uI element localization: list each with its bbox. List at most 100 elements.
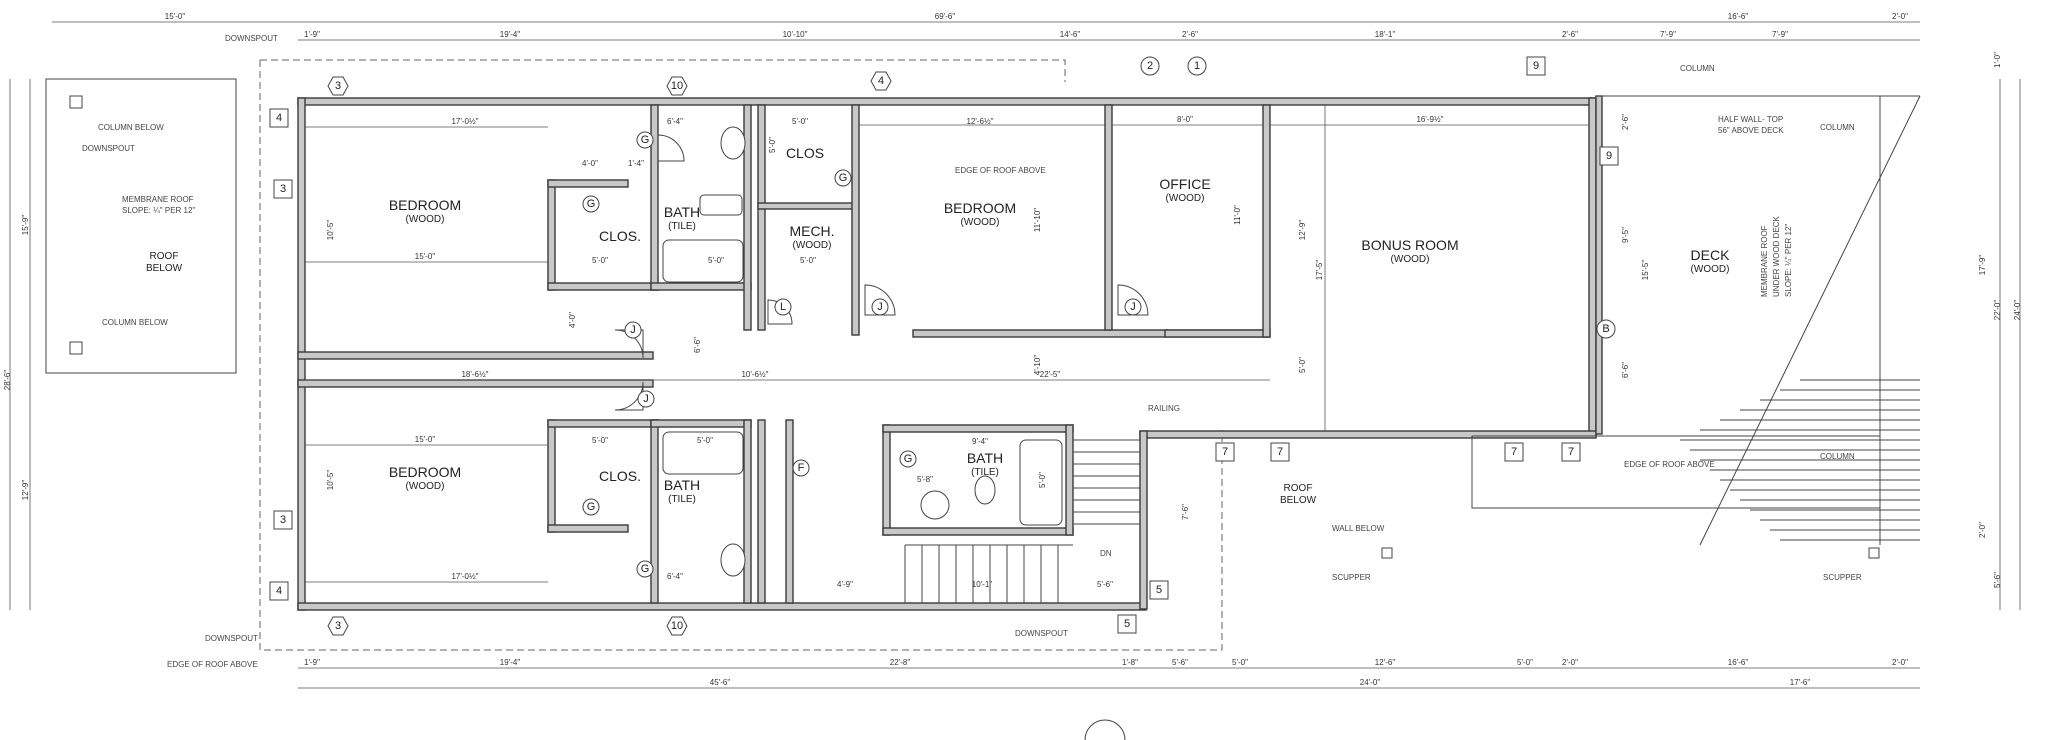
tag-circle-22 <box>637 390 655 408</box>
dim-bed-bot-h: 10'-5" <box>326 470 335 491</box>
dim-clos-4: 5'-0" <box>592 436 608 445</box>
tag-box-14 <box>1561 442 1581 462</box>
note-column-top: COLUMN <box>1680 64 1715 73</box>
tag-box-7 <box>1599 146 1619 166</box>
tag-circle-18 <box>582 498 600 516</box>
dim-office-w: 8'-0" <box>1177 115 1193 124</box>
room-closet-small-name: CLOS <box>786 145 824 161</box>
roof-edge-above-top <box>260 59 1066 82</box>
dim-bath-2: 5'-0" <box>708 256 724 265</box>
hex-tag-2-shape <box>870 71 892 91</box>
dim-bottom1-9: 16'-6" <box>1728 658 1749 667</box>
room-bath-right-material: (TILE) <box>971 467 999 478</box>
office-south-wall <box>1164 329 1271 338</box>
dim-deck-4: 6'-6" <box>1621 362 1630 378</box>
dim-bottom2-2: 17'-6" <box>1790 678 1811 687</box>
tag-14: 7 <box>1568 446 1574 458</box>
room-bedroom-top-material: (WOOD) <box>406 214 445 225</box>
tag-box-13 <box>1504 442 1524 462</box>
room-bath-bottom-material: (TILE) <box>668 494 696 505</box>
dim-mech-1: 5'-0" <box>792 117 808 126</box>
hex-tag-2: 4 <box>878 75 884 87</box>
tag-box-1 <box>273 179 293 199</box>
door-swing-office <box>1117 284 1149 316</box>
note-edge-roof-mid: EDGE OF ROOF ABOVE <box>955 166 1046 175</box>
tag-21: J <box>630 324 636 336</box>
tag-box-12 <box>1270 442 1290 462</box>
tag-8: B <box>1602 323 1609 335</box>
tag-circle-21 <box>624 321 642 339</box>
tag-15: G <box>641 134 650 146</box>
closet-top-west-wall <box>547 179 556 291</box>
dim-bed-mid-h: 11'-10" <box>1033 208 1042 232</box>
dim-second-5: 18'-1" <box>1375 30 1396 39</box>
bath-top-south-wall <box>650 282 752 291</box>
bath-bottom-west-wall <box>650 419 659 604</box>
deck-stair-hatching <box>1680 379 1920 541</box>
dim-second-4: 2'-6" <box>1182 30 1198 39</box>
dim-second-2: 10'-10" <box>783 30 808 39</box>
tag-circle-24 <box>1124 298 1142 316</box>
dim-bathr-3: 5'-0" <box>1038 472 1047 488</box>
south-exterior-wall <box>297 602 1147 611</box>
dim-bed-top-w2: 15'-0" <box>415 252 436 261</box>
sink-top <box>699 194 743 216</box>
bath-bottom-north-wall <box>650 419 752 428</box>
tag-box-9 <box>1149 580 1169 600</box>
tag-circle-19 <box>636 560 654 578</box>
dim-stair-2: 10'-1" <box>972 580 993 589</box>
room-deck-name: DECK <box>1691 247 1731 263</box>
sink-right <box>920 490 950 520</box>
dim-hall-1: 18'-6½" <box>461 370 488 379</box>
tag-5: 1 <box>1194 60 1200 72</box>
tag-box-2 <box>273 510 293 530</box>
note-scupper-left: SCUPPER <box>1332 573 1371 582</box>
note-downspout-bottom: DOWNSPOUT <box>1015 629 1068 638</box>
tag-circle-15 <box>636 131 654 149</box>
tag-16: G <box>587 198 596 210</box>
dim-top-3: 2'-0" <box>1892 12 1908 21</box>
room-office-name: OFFICE <box>1159 176 1210 192</box>
dim-bathr-1: 9'-4" <box>972 437 988 446</box>
dim-stair-4: 7'-6" <box>1181 504 1190 520</box>
bath-right-east-wall <box>1065 424 1074 536</box>
door-swing-top-bath <box>657 134 685 162</box>
bedroom-mid-west-wall <box>851 104 860 336</box>
bath-top-west-wall <box>650 104 659 291</box>
dim-clos-3: 5'-0" <box>592 256 608 265</box>
bedroom-divider-wall <box>297 351 654 360</box>
note-downspout-left: DOWNSPOUT <box>82 144 135 153</box>
tag-18: G <box>587 501 596 513</box>
bathtub-bottom <box>662 431 744 475</box>
dim-bottom1-7: 5'-0" <box>1517 658 1533 667</box>
note-membrane-right-3: SLOPE: ¼" PER 12" <box>1784 224 1793 297</box>
dim-bottom1-10: 2'-0" <box>1892 658 1908 667</box>
dim-hall-v1: 6'-6" <box>693 337 702 353</box>
note-half-wall-2: 56" ABOVE DECK <box>1718 126 1784 135</box>
bath-right-north-wall <box>882 424 1074 433</box>
tag-circle-16 <box>582 195 600 213</box>
dim-left-1: 15'-9" <box>21 215 30 236</box>
dim-stair-1: 4'-9" <box>837 580 853 589</box>
circle-tags: 4 3 3 4 2 1 9 9 B 5 5 7 7 7 7 G G G G <box>269 56 1619 634</box>
note-scupper-right: SCUPPER <box>1823 573 1862 582</box>
dim-deck-2: 9'-5" <box>1621 227 1630 243</box>
note-membrane-right-2: UNDER WOOD DECK <box>1772 215 1781 297</box>
dim-office-h: 11'-0" <box>1233 205 1242 225</box>
note-column-below-top: COLUMN BELOW <box>98 123 164 132</box>
dim-hall-3: 22'-5" <box>1040 370 1061 379</box>
note-edge-roof-bl: EDGE OF ROOF ABOVE <box>167 660 258 669</box>
bathtub-top <box>662 239 744 283</box>
dim-left-2: 12'-9" <box>21 480 30 501</box>
dim-bath-3: 5'-0" <box>697 436 713 445</box>
roof-below-left-line1: ROOF <box>150 251 179 262</box>
dim-bottom2-1: 24'-0" <box>1360 678 1381 687</box>
dim-second-8: 7'-9" <box>1772 30 1788 39</box>
note-stair-dn: DN <box>1100 549 1112 558</box>
tag-circle-20 <box>899 450 917 468</box>
roof-edge-above-bottom <box>259 60 1223 651</box>
hex-tag-3: 3 <box>335 620 341 632</box>
hall-south-wall <box>297 379 654 388</box>
bath-right-south-wall <box>882 527 1074 536</box>
